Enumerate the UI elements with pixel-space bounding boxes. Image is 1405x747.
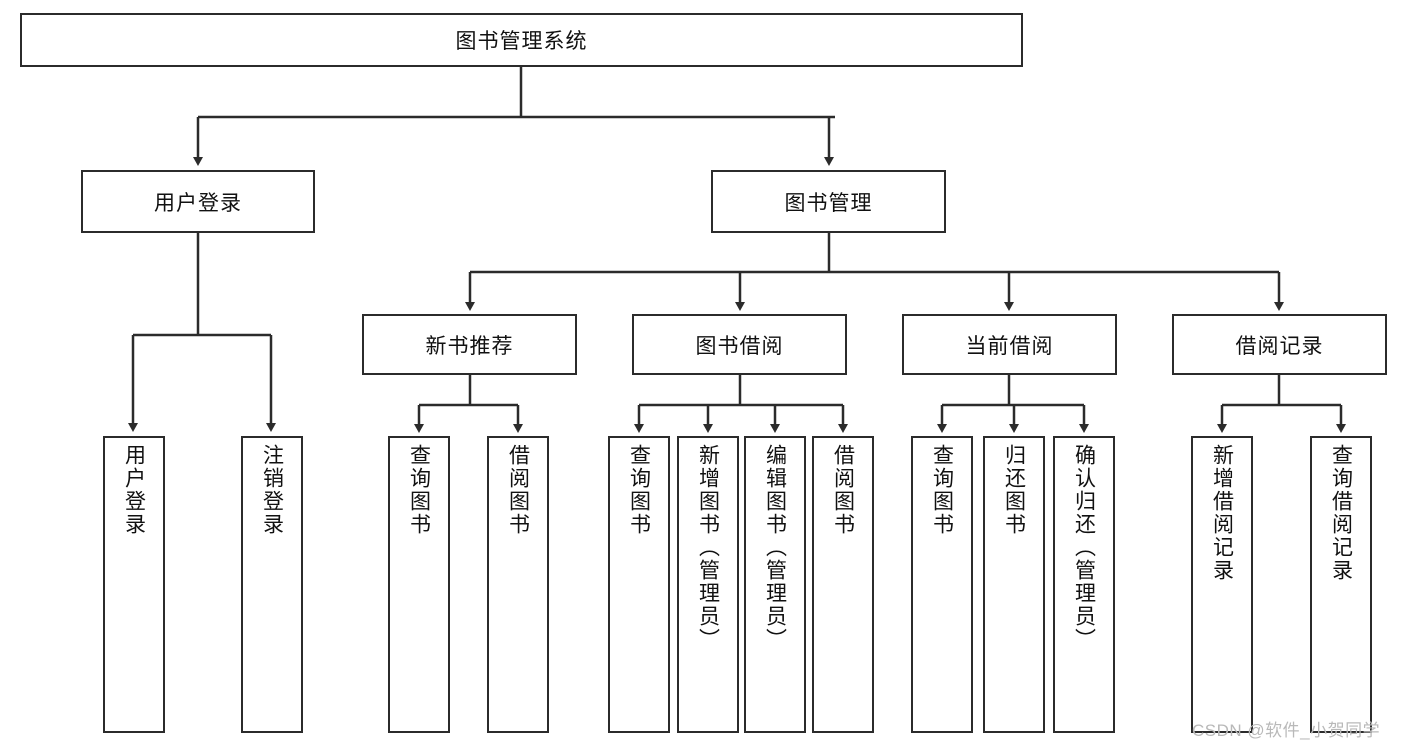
leaf-query-book-rec-label: 查询图书 xyxy=(407,444,431,536)
node-current-borrow[interactable]: 当前借阅 xyxy=(902,314,1117,375)
node-current-borrow-label: 当前借阅 xyxy=(965,334,1054,358)
leaf-confirm-return-admin[interactable]: 确认归还（管理员） xyxy=(1053,436,1115,733)
leaf-query-book-borrow-label: 查询图书 xyxy=(627,444,651,536)
node-new-book-recommend[interactable]: 新书推荐 xyxy=(362,314,577,375)
leaf-user-login-label: 用户登录 xyxy=(122,444,146,536)
node-borrow-records-label: 借阅记录 xyxy=(1235,334,1324,358)
leaf-return-book-label: 归还图书 xyxy=(1002,444,1026,536)
node-book-management[interactable]: 图书管理 xyxy=(711,170,946,233)
leaf-add-borrow-record[interactable]: 新增借阅记录 xyxy=(1191,436,1253,733)
leaf-borrow-book-label: 借阅图书 xyxy=(831,444,855,536)
leaf-borrow-book-rec[interactable]: 借阅图书 xyxy=(487,436,549,733)
leaf-confirm-return-admin-label: 确认归还（管理员） xyxy=(1072,444,1096,651)
node-borrow-records[interactable]: 借阅记录 xyxy=(1172,314,1387,375)
node-book-borrow[interactable]: 图书借阅 xyxy=(632,314,847,375)
leaf-query-book-current-label: 查询图书 xyxy=(930,444,954,536)
leaf-add-borrow-record-label: 新增借阅记录 xyxy=(1210,444,1234,582)
leaf-edit-book-admin[interactable]: 编辑图书（管理员） xyxy=(744,436,806,733)
csdn-watermark: CSDN @软件_小贺同学 xyxy=(1192,721,1381,740)
leaf-return-book[interactable]: 归还图书 xyxy=(983,436,1045,733)
leaf-query-book-rec[interactable]: 查询图书 xyxy=(388,436,450,733)
node-root-label: 图书管理系统 xyxy=(455,30,588,53)
leaf-query-book-borrow[interactable]: 查询图书 xyxy=(608,436,670,733)
node-new-book-recommend-label: 新书推荐 xyxy=(425,334,514,358)
leaf-add-book-admin-label: 新增图书（管理员） xyxy=(696,444,720,651)
leaf-query-borrow-record[interactable]: 查询借阅记录 xyxy=(1310,436,1372,733)
leaf-borrow-book-rec-label: 借阅图书 xyxy=(506,444,530,536)
node-book-management-label: 图书管理 xyxy=(784,191,873,215)
leaf-edit-book-admin-label: 编辑图书（管理员） xyxy=(763,444,787,651)
leaf-logout[interactable]: 注销登录 xyxy=(241,436,303,733)
node-user-login[interactable]: 用户登录 xyxy=(81,170,315,233)
node-root[interactable]: 图书管理系统 xyxy=(20,13,1023,67)
leaf-query-book-current[interactable]: 查询图书 xyxy=(911,436,973,733)
leaf-logout-label: 注销登录 xyxy=(260,444,284,536)
leaf-query-borrow-record-label: 查询借阅记录 xyxy=(1329,444,1353,582)
node-book-borrow-label: 图书借阅 xyxy=(695,334,784,358)
leaf-add-book-admin[interactable]: 新增图书（管理员） xyxy=(677,436,739,733)
leaf-borrow-book[interactable]: 借阅图书 xyxy=(812,436,874,733)
leaf-user-login[interactable]: 用户登录 xyxy=(103,436,165,733)
node-user-login-label: 用户登录 xyxy=(154,191,242,215)
